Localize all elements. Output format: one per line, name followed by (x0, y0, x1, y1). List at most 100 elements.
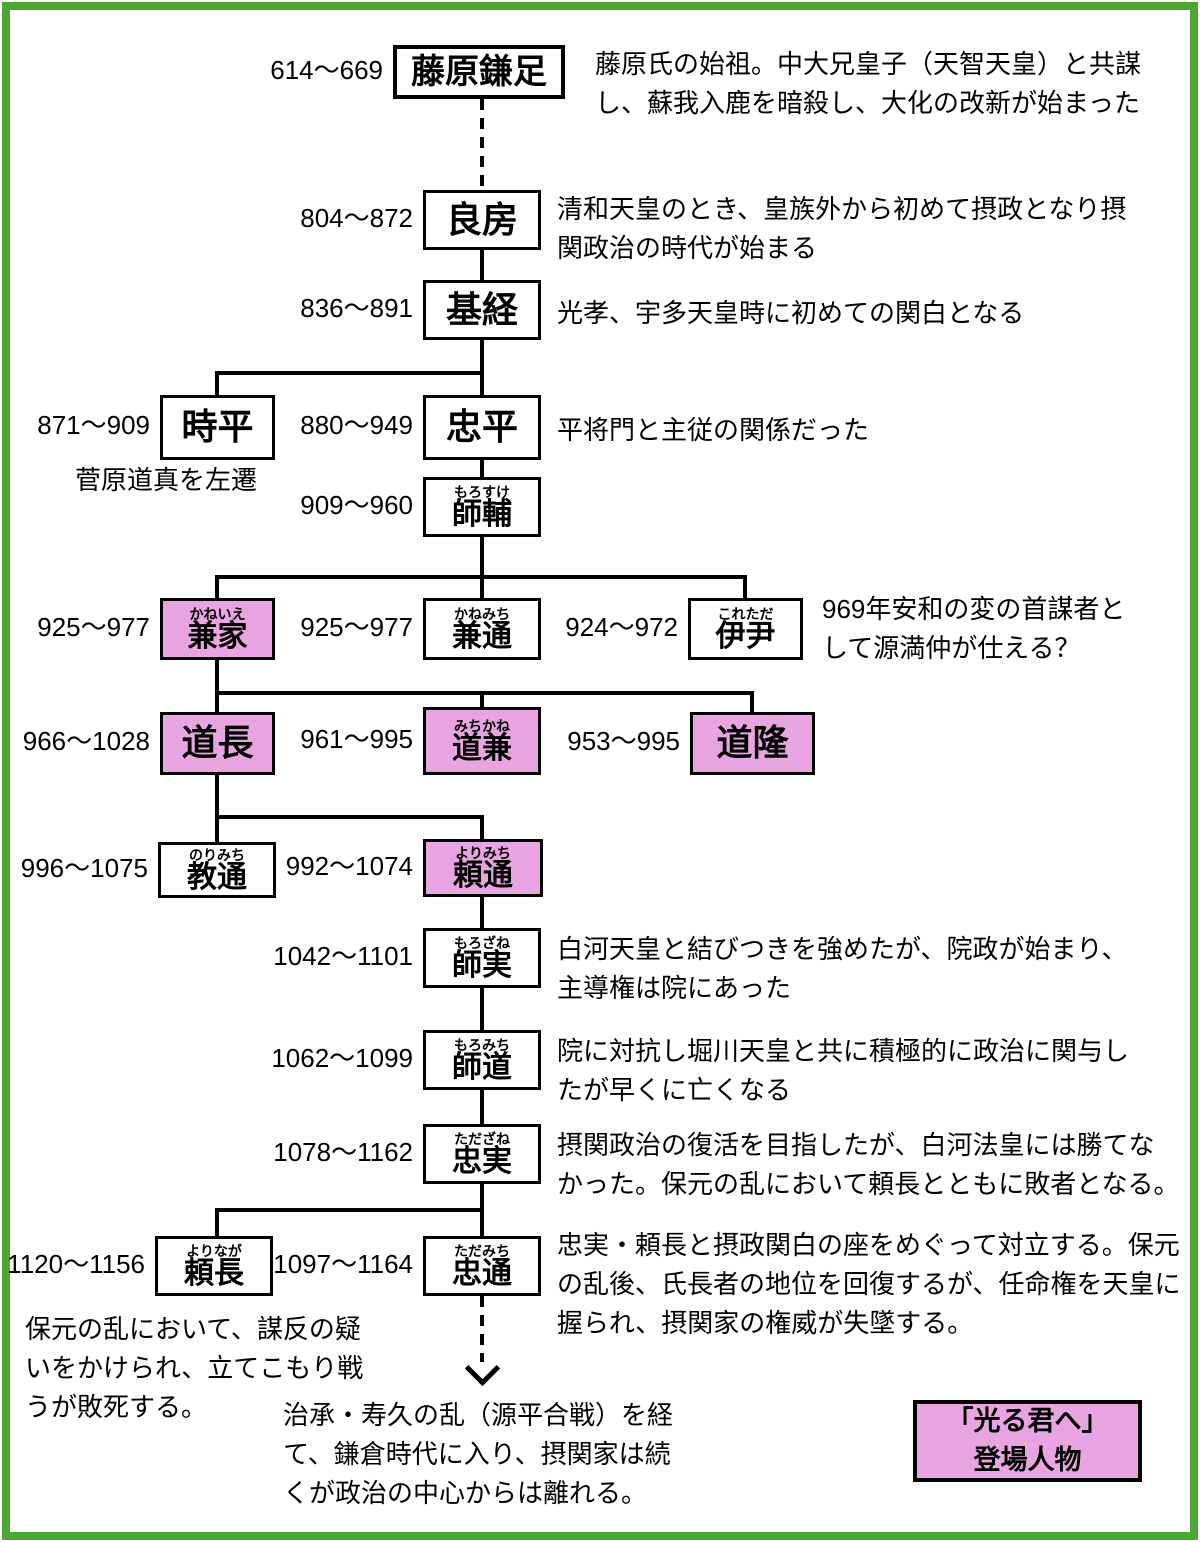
person-box-yorinaga: よりなが 頼長 (155, 1236, 273, 1296)
person-box-michinaga: 道長 (160, 712, 275, 775)
person-box-mototsune: 基経 (423, 280, 541, 340)
connector-line (215, 775, 219, 842)
person-box-yoshifusa: 良房 (423, 190, 541, 250)
years-koretada: 924〜972 (565, 612, 678, 642)
furigana: みちかね (454, 717, 510, 734)
furigana: かねみち (454, 605, 510, 622)
years-yorinaga: 1120〜1156 (7, 1249, 145, 1279)
years-kaneie: 925〜977 (37, 612, 150, 642)
person-name: 忠平 (445, 406, 518, 448)
connector-dashed-tadamichi-future (480, 1296, 484, 1362)
person-name: 教通 (187, 860, 247, 894)
down-arrow-icon (464, 1350, 501, 1387)
connector-dashed-kamatari-yoshifusa (480, 99, 484, 190)
furigana: ただざね (454, 1130, 510, 1147)
person-box-yorimichi: よりみち 頼通 (423, 839, 543, 897)
connector-line (480, 691, 484, 707)
furigana: のりみち (189, 846, 245, 863)
connector-line (480, 340, 484, 395)
connector-line (215, 371, 484, 375)
furigana: かねいえ (189, 605, 246, 622)
years-tadamichi: 1097〜1164 (273, 1249, 413, 1279)
person-name: 師道 (452, 1050, 512, 1084)
person-box-kamatari: 藤原鎌足 (393, 45, 565, 99)
person-name: 忠通 (452, 1256, 512, 1290)
furigana: もろざね (454, 934, 510, 951)
person-box-norimichi: のりみち 教通 (158, 842, 276, 898)
years-morozane: 1042〜1101 (273, 941, 413, 971)
years-morosuke: 909〜960 (300, 490, 413, 520)
furigana: もろみち (454, 1036, 510, 1053)
years-michinaga: 966〜1028 (22, 726, 150, 756)
note-tadahira: 平将門と主従の関係だった (557, 415, 870, 445)
connector-line (480, 460, 484, 477)
note-yorinaga: 保元の乱において、謀反の疑 いをかけられ、立てこもり戦 うが敗死する。 (25, 1314, 364, 1422)
person-box-tokihira: 時平 (160, 395, 275, 460)
connector-line (215, 575, 747, 579)
person-name: 道兼 (452, 731, 512, 765)
connector-line (480, 537, 484, 598)
note-moromichi: 院に対抗し堀川天皇と共に積極的に政治に関与し たが早くに亡くなる (557, 1036, 1130, 1105)
note-kamatari: 藤原氏の始祖。中大兄皇子（天智天皇）と共謀 し、蘇我入鹿を暗殺し、大化の改新が始… (595, 49, 1142, 118)
person-name: 藤原鎌足 (411, 52, 547, 91)
person-name: 師実 (452, 948, 512, 982)
note-morozane: 白河天皇と結びつきを強めたが、院政が始まり、 主導権は院にあった (557, 934, 1128, 1003)
person-box-tadahira: 忠平 (423, 395, 541, 460)
note-tokihira: 菅原道真を左遷 (75, 465, 258, 495)
furigana: ただみち (454, 1242, 510, 1259)
person-name: 時平 (181, 406, 254, 448)
person-name: 兼通 (452, 619, 512, 653)
connector-line (215, 1208, 219, 1236)
person-name: 兼家 (187, 619, 248, 653)
person-box-tadamichi: ただみち 忠通 (423, 1236, 541, 1296)
years-yorimichi: 992〜1074 (285, 851, 413, 881)
person-name: 基経 (445, 288, 518, 330)
connector-line (480, 250, 484, 280)
person-box-kanemichi: かねみち 兼通 (423, 598, 541, 660)
connector-line (215, 660, 219, 712)
connector-line (750, 691, 754, 712)
furigana: よりなが (186, 1242, 242, 1259)
person-box-moromichi: もろみち 師道 (423, 1030, 541, 1090)
connector-line (480, 815, 484, 839)
person-box-morozane: もろざね 師実 (423, 928, 541, 988)
years-kanemichi: 925〜977 (300, 612, 413, 642)
person-name: 頼通 (453, 858, 513, 892)
connector-line (743, 575, 747, 598)
connector-line (480, 1090, 484, 1124)
person-box-morosuke: もろすけ 師輔 (423, 477, 541, 537)
years-moromichi: 1062〜1099 (271, 1043, 413, 1073)
connector-line (215, 371, 219, 395)
note-yoshifusa: 清和天皇のとき、皇族外から初めて摂政となり摂 関政治の時代が始まる (557, 194, 1127, 263)
note-footer: 治承・寿久の乱（源平合戦）を経 て、鎌倉時代に入り、摂関家は続 くが政治の中心か… (283, 1400, 674, 1508)
years-michitaka: 953〜995 (567, 726, 680, 756)
legend-hikaru-kimie-characters: 「光る君へ」 登場人物 (913, 1400, 1142, 1482)
years-yoshifusa: 804〜872 (300, 203, 413, 233)
years-norimichi: 996〜1075 (20, 853, 148, 883)
person-name: 忠実 (452, 1144, 512, 1178)
years-michikane: 961〜995 (300, 724, 413, 754)
person-box-tadazane: ただざね 忠実 (423, 1124, 541, 1184)
person-box-koretada: これただ 伊尹 (688, 598, 803, 660)
note-tadazane: 摂関政治の復活を目指したが、白河法皇には勝てな かった。保元の乱において頼長とと… (557, 1130, 1180, 1199)
person-name: 道長 (181, 722, 254, 764)
furigana: もろすけ (454, 483, 510, 500)
person-box-michikane: みちかね 道兼 (423, 707, 541, 775)
person-name: 頼長 (184, 1256, 244, 1290)
connector-line (480, 897, 484, 928)
connector-line (215, 691, 754, 695)
person-name: 良房 (445, 198, 518, 240)
connector-line (215, 1208, 484, 1212)
connector-line (215, 575, 219, 598)
years-kamatari: 614〜669 (270, 55, 383, 85)
note-tadamichi: 忠実・頼長と摂政関白の座をめぐって対立する。保元 の乱後、氏長者の地位を回復する… (557, 1230, 1181, 1338)
note-mototsune: 光孝、宇多天皇時に初めての関白となる (557, 298, 1025, 328)
furigana: これただ (717, 605, 774, 622)
connector-line (215, 815, 484, 819)
person-name: 師輔 (452, 497, 512, 531)
years-mototsune: 836〜891 (300, 293, 413, 323)
person-name: 道隆 (716, 722, 789, 764)
years-tadahira: 880〜949 (300, 410, 413, 440)
years-tokihira: 871〜909 (37, 410, 150, 440)
